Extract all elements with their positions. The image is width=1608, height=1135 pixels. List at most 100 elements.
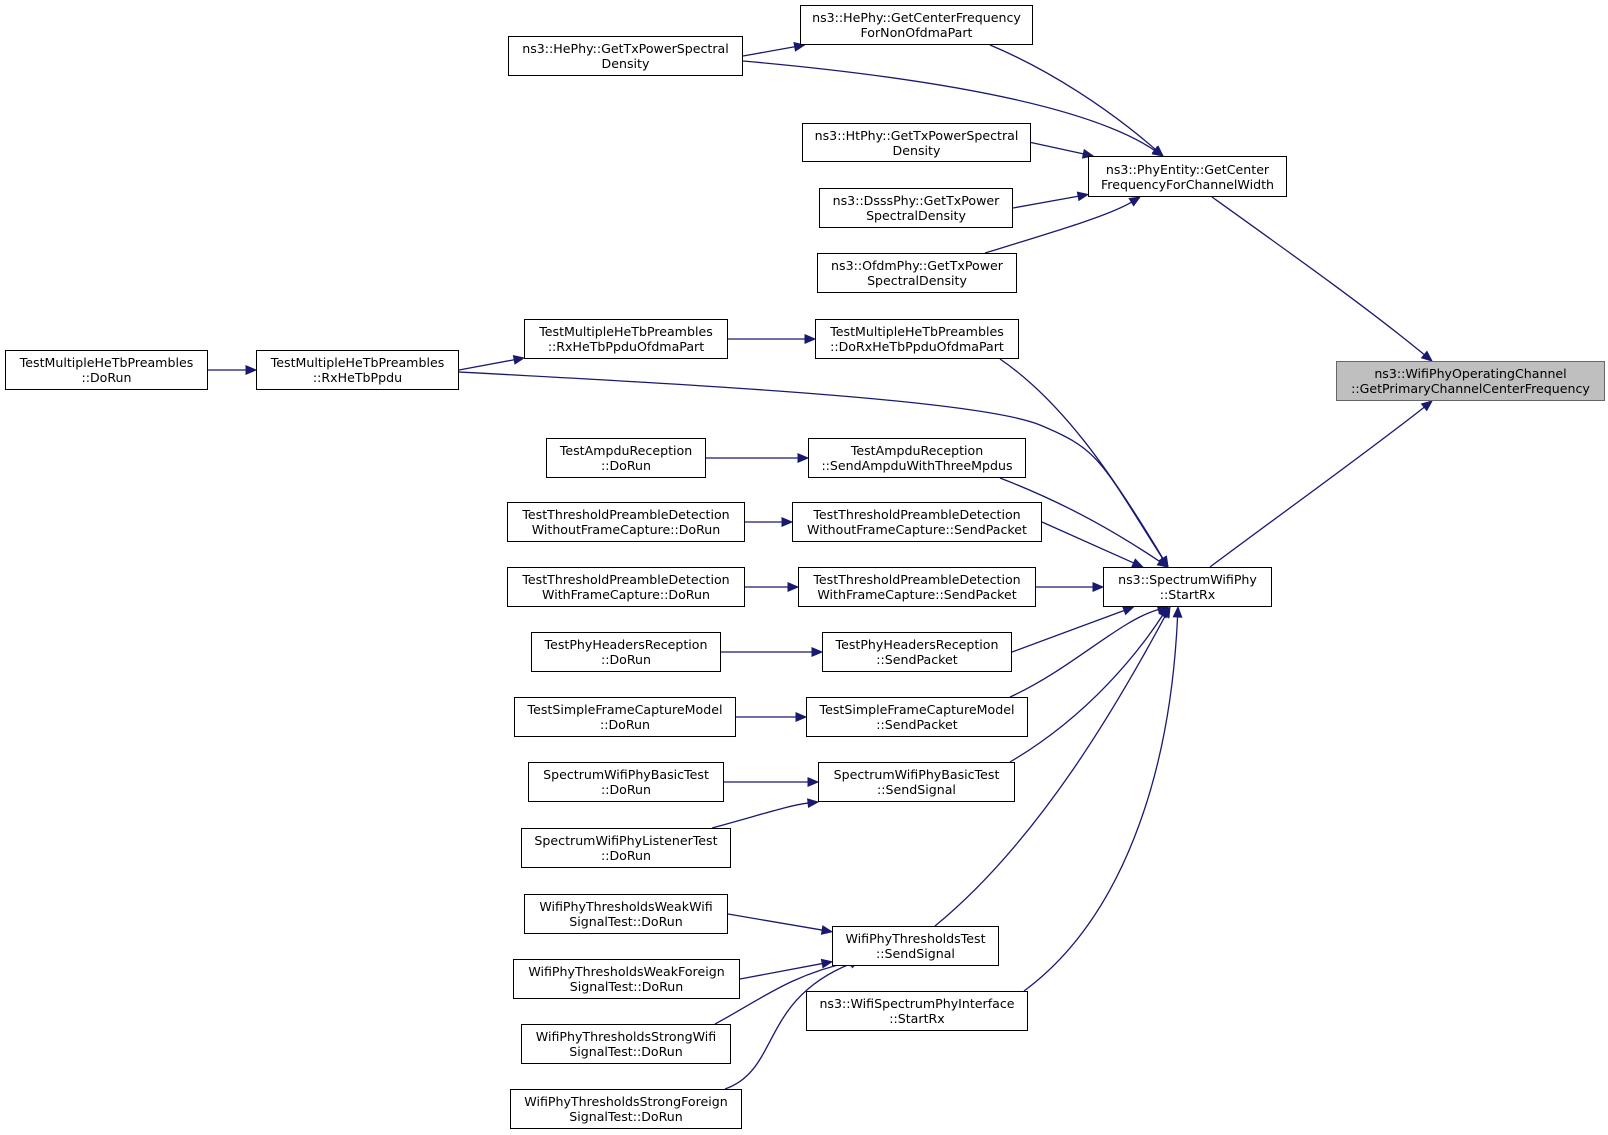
edge-tpd_wo_dorun-to-tpd_wo_send-arrowhead xyxy=(781,517,794,527)
node-label-line: WithFrameCapture::SendPacket xyxy=(817,587,1017,602)
node-label-line: ::DoRxHeTbPpduOfdmaPart xyxy=(830,339,1004,354)
edge-dsssphy_txpsd-to-phyentity xyxy=(1012,195,1079,209)
node-swpb-dorun[interactable]: SpectrumWifiPhyBasicTest::DoRun xyxy=(528,762,724,802)
node-wspi-startrx[interactable]: ns3::WifiSpectrumPhyInterface::StartRx xyxy=(806,991,1028,1031)
node-target: ns3::WifiPhyOperatingChannel::GetPrimary… xyxy=(1336,361,1605,401)
node-tmhtp-dorx[interactable]: TestMultipleHeTbPreambles::DoRxHeTbPpduO… xyxy=(815,319,1019,359)
node-label-line: ::DoRun xyxy=(600,848,652,863)
node-ampdu-dorun[interactable]: TestAmpduReception::DoRun xyxy=(546,438,706,478)
edge-phr_dorun-to-phr_send-arrowhead xyxy=(811,647,824,657)
edge-spectrum_startrx-to-target-arrowhead xyxy=(1420,400,1434,412)
edge-tpd_wo_send-to-spectrum_startrx xyxy=(1041,521,1134,564)
node-label-line: ns3::HtPhy::GetTxPowerSpectral xyxy=(814,127,1019,143)
node-label-line: ::SendSignal xyxy=(877,782,956,797)
node-label-line: TestThresholdPreambleDetection xyxy=(813,507,1021,522)
node-label-line: SignalTest::DoRun xyxy=(569,1109,683,1124)
edge-wpt_send-to-spectrum_startrx xyxy=(934,615,1166,927)
node-label-line: TestPhyHeadersReception xyxy=(835,637,999,652)
node-label-line: Density xyxy=(892,142,941,158)
edge-phr_send-to-spectrum_startrx-arrowhead xyxy=(1121,606,1135,616)
edge-tpd_w_send-to-spectrum_startrx-arrowhead xyxy=(1092,582,1105,592)
node-spectrum-startrx[interactable]: ns3::SpectrumWifiPhy::StartRx xyxy=(1103,567,1272,607)
edge-spectrum_startrx-to-target xyxy=(1209,406,1425,568)
edge-ssf_dorun-to-wpt_send xyxy=(724,963,851,1090)
edge-hephy_txpsd-to-hephy_center xyxy=(742,46,795,57)
node-label-line: ::DoRun xyxy=(600,782,652,797)
node-label-line: ::DoRun xyxy=(599,717,651,732)
node-label-line: SignalTest::DoRun xyxy=(569,979,684,994)
edge-wsf_dorun-to-wpt_send-arrowhead xyxy=(820,958,834,969)
node-phr-send[interactable]: TestPhyHeadersReception::SendPacket xyxy=(822,632,1012,672)
edge-swpl_dorun-to-swpb_send xyxy=(711,802,809,829)
edge-swpb_dorun-to-swpb_send-arrowhead xyxy=(807,777,820,787)
edge-wspi_startrx-to-spectrum_startrx xyxy=(1023,616,1179,992)
node-label-line: ::DoRun xyxy=(600,652,652,667)
node-label-line: WifiPhyThresholdsWeakWifi xyxy=(539,899,713,914)
node-label-line: ns3::HePhy::GetCenterFrequency xyxy=(812,10,1021,25)
node-tmhtp-rxppdu[interactable]: TestMultipleHeTbPreambles::RxHeTbPpdu xyxy=(256,350,459,390)
node-label-line: TestAmpduReception xyxy=(559,443,693,458)
node-label-line: TestThresholdPreambleDetection xyxy=(813,572,1021,587)
node-label-line: ::GetPrimaryChannelCenterFrequency xyxy=(1351,381,1590,396)
node-tmhtp-rxofdma[interactable]: TestMultipleHeTbPreambles::RxHeTbPpduOfd… xyxy=(524,319,728,359)
node-label-line: ns3::WifiSpectrumPhyInterface xyxy=(819,996,1015,1011)
node-label-line: SpectrumWifiPhyListenerTest xyxy=(534,833,718,848)
node-label-line: WifiPhyThresholdsStrongForeign xyxy=(524,1094,728,1109)
node-label-line: TestSimpleFrameCaptureModel xyxy=(819,702,1015,717)
node-label-line: FrequencyForChannelWidth xyxy=(1100,176,1275,192)
edge-ampdu_send-to-spectrum_startrx xyxy=(999,477,1161,562)
node-label-line: TestMultipleHeTbPreambles xyxy=(19,355,194,370)
node-label-line: WifiPhyThresholdsWeakForeign xyxy=(528,964,725,979)
node-sfcm-dorun[interactable]: TestSimpleFrameCaptureModel::DoRun xyxy=(514,697,736,737)
node-label-line: TestPhyHeadersReception xyxy=(544,637,708,652)
edge-phr_send-to-spectrum_startrx xyxy=(1011,609,1125,653)
node-phr-dorun[interactable]: TestPhyHeadersReception::DoRun xyxy=(531,632,721,672)
node-label-line: ::RxHeTbPpdu xyxy=(312,370,403,385)
node-label-line: Density xyxy=(601,56,650,71)
node-label-line: TestSimpleFrameCaptureModel xyxy=(527,702,723,717)
node-swpb-send[interactable]: SpectrumWifiPhyBasicTest::SendSignal xyxy=(818,762,1015,802)
edge-wsf_dorun-to-wpt_send xyxy=(739,962,823,980)
edge-tmhtp_rxppdu-to-tmhtp_rxofdma-arrowhead xyxy=(512,354,526,365)
node-label-line: ns3::OfdmPhy::GetTxPower xyxy=(831,258,1003,273)
node-label-line: TestMultipleHeTbPreambles xyxy=(539,324,713,339)
node-label-line: ::SendAmpduWithThreeMpdus xyxy=(821,458,1013,473)
node-sfcm-send[interactable]: TestSimpleFrameCaptureModel::SendPacket xyxy=(806,697,1028,737)
node-wpt-send[interactable]: WifiPhyThresholdsTest::SendSignal xyxy=(832,926,999,966)
edge-wspi_startrx-to-spectrum_startrx-arrowhead xyxy=(1172,605,1183,618)
node-label-line: WifiPhyThresholdsStrongWifi xyxy=(535,1029,717,1044)
node-label-line: ::DoRun xyxy=(600,458,652,473)
node-label-line: ::SendPacket xyxy=(876,652,958,667)
node-label-line: ns3::SpectrumWifiPhy xyxy=(1118,572,1257,587)
node-label-line: WithoutFrameCapture::DoRun xyxy=(531,522,721,537)
node-ampdu-send[interactable]: TestAmpduReception::SendAmpduWithThreeMp… xyxy=(808,438,1026,478)
node-tmhtp-dorun[interactable]: TestMultipleHeTbPreambles::DoRun xyxy=(5,350,208,390)
node-label-line: TestMultipleHeTbPreambles xyxy=(830,324,1004,339)
node-label-line: ::RxHeTbPpduOfdmaPart xyxy=(547,339,705,354)
node-label-line: ns3::DsssPhy::GetTxPower xyxy=(832,193,1000,208)
edge-tpd_w_dorun-to-tpd_w_send-arrowhead xyxy=(787,582,800,592)
edge-tmhtp_rxofdma-to-tmhtp_dorx-arrowhead xyxy=(804,334,817,344)
edge-tpd_wo_send-to-spectrum_startrx-arrowhead xyxy=(1131,558,1144,568)
edge-swpb_send-to-spectrum_startrx xyxy=(1009,615,1164,763)
node-label-line: ::DoRun xyxy=(81,370,132,385)
edge-htphy_txpsd-to-phyentity-arrowhead xyxy=(1081,148,1095,159)
node-swpl-dorun[interactable]: SpectrumWifiPhyListenerTest::DoRun xyxy=(521,828,731,868)
node-label-line: ::SendPacket xyxy=(876,717,958,732)
node-label-line: ::StartRx xyxy=(1159,587,1216,602)
